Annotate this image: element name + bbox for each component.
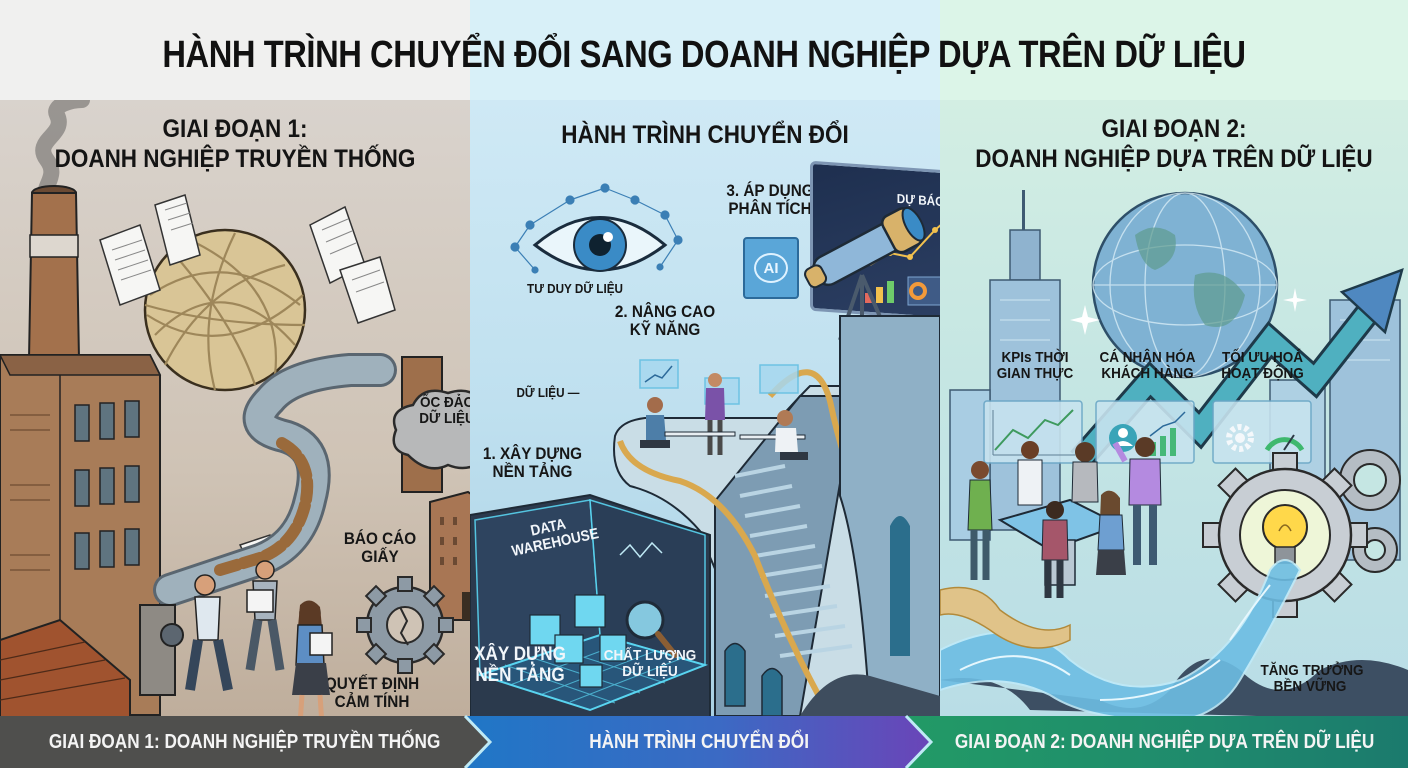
header-bg-stage1 — [0, 0, 470, 100]
step2-line2: KỸ NĂNG — [629, 320, 701, 340]
step1-line2: NỀN TẢNG — [492, 462, 573, 482]
customer-personalization-label: CÁ NHÂN HÓA KHÁCH HÀNG — [1091, 349, 1204, 383]
paper-reports-line1: BÁO CÁO — [343, 529, 417, 548]
stage2-title: GIAI ĐOẠN 2: DOANH NGHIỆP DỰA TRÊN DỮ LI… — [963, 114, 1384, 174]
innovation-gear-lightbulb-icon — [1202, 449, 1401, 618]
step2-label: 2. NÂNG CAO KỸ NĂNG — [611, 302, 719, 340]
build-foundation-label: XÂY DỰNG NỀN TẢNG — [470, 644, 574, 686]
sustainable-growth-line1: TĂNG TRƯỞNG — [1260, 662, 1364, 679]
paper-documents-icon — [99, 194, 396, 576]
header-bg-stage2 — [940, 0, 1408, 100]
operations-optimization-line1: TỐI ƯU HOÁ — [1222, 349, 1303, 366]
operations-gauge-card — [1212, 400, 1312, 464]
step2-line1: 2. NÂNG CAO — [614, 302, 716, 321]
panel-transformation-journey: HÀNH TRÌNH CHUYỂN ĐỔI TƯ DUY DỮ LIỆU 2. … — [470, 100, 940, 716]
data-silo-cloud-icon — [392, 389, 470, 470]
brick-wall-icon — [0, 618, 131, 716]
sparkle-icon — [1283, 288, 1307, 312]
data-silos-line1: ỐC ĐẢO — [420, 394, 470, 411]
paper-reports-line2: GIẤY — [361, 547, 399, 567]
stage1-title-line2: DOANH NGHIỆP TRUYỀN THỐNG — [54, 145, 416, 173]
ribbon-step-journey: HÀNH TRÌNH CHUYỂN ĐỔI — [460, 716, 930, 768]
globe-icon — [1091, 191, 1279, 379]
data-quality-line1: CHẤT LƯỢNG — [603, 647, 697, 664]
journey-title: HÀNH TRÌNH CHUYỂN ĐỔI — [561, 121, 849, 149]
chevron-right-icon — [463, 714, 493, 768]
data-quality-line2: DỮ LIỆU — [622, 663, 678, 681]
data-warehouse-block — [470, 493, 711, 716]
realtime-kpi-line2: GIAN THỰC — [996, 365, 1074, 383]
stage1-title: GIAI ĐOẠN 1: DOANH NGHIỆP TRUYỀN THỐNG — [24, 114, 447, 174]
step3-line2: PHÂN TÍCH — [728, 199, 812, 219]
step1-label: 1. XÂY DỰNG NỀN TẢNG — [476, 444, 589, 482]
data-eye-icon — [510, 183, 683, 274]
data-silos-line2: DỮ LIỆU — [419, 410, 470, 428]
telescope-icon — [804, 206, 926, 341]
team-collaboration-icon — [967, 441, 1126, 598]
header: HÀNH TRÌNH CHUYỂN ĐỔI SANG DOANH NGHIỆP … — [0, 0, 1408, 100]
chevron-right-icon — [904, 714, 934, 768]
workers-carrying-paper-icon — [139, 560, 333, 716]
step3-label: 3. ÁP DỤNG PHÂN TÍCH — [721, 181, 820, 219]
presenter-icon — [1112, 437, 1162, 565]
realtime-kpi-label: KPIs THỜI GIAN THỰC — [986, 349, 1085, 383]
ribbon-step-stage1-label: GIAI ĐOẠN 1: DOANH NGHIỆP TRUYỀN THỐNG — [49, 730, 441, 753]
operations-optimization-label: TỐI ƯU HOÁ HOẠT ĐỘNG — [1211, 349, 1315, 383]
ai-brain-icon: AI — [754, 253, 788, 283]
ribbon-step-journey-label: HÀNH TRÌNH CHUYỂN ĐỔI — [589, 730, 810, 753]
header-bg-journey — [470, 0, 940, 100]
growth-arrow-icon — [1070, 267, 1404, 469]
analysts-at-desks-icon — [639, 359, 808, 460]
ribbon-step-stage2-label: GIAI ĐOẠN 2: DOANH NGHIỆP DỰA TRÊN DỮ LI… — [954, 730, 1374, 753]
data-stream-road — [940, 559, 1408, 716]
clogged-pipe-icon — [153, 353, 397, 607]
step1-line1: 1. XÂY DỰNG — [482, 444, 583, 463]
sustainable-growth-label: TĂNG TRƯỞNG BỀN VỮNG — [1260, 662, 1364, 696]
ribbon-step-stage2: GIAI ĐOẠN 2: DOANH NGHIỆP DỰA TRÊN DỮ LI… — [905, 716, 1408, 768]
step3-line1: 3. ÁP DỤNG — [726, 181, 814, 200]
forecast-chart-icon — [865, 224, 940, 306]
customer-personalization-line1: CÁ NHÂN HÓA — [1099, 349, 1196, 366]
panel-stage2-data-driven: GIAI ĐOẠN 2: DOANH NGHIỆP DỰA TRÊN DỮ LI… — [940, 100, 1408, 716]
data-label: DỮ LIỆU — — [516, 385, 580, 400]
progress-ribbon: GIAI ĐOẠN 1: DOANH NGHIỆP TRUYỀN THỐNG H… — [0, 714, 1408, 768]
page-title: HÀNH TRÌNH CHUYỂN ĐỔI SANG DOANH NGHIỆP … — [162, 34, 1246, 76]
sparkle-icon — [1070, 305, 1100, 335]
data-mindset-label: TƯ DUY DỮ LIỆU — [527, 281, 623, 296]
customer-personalization-line2: KHÁCH HÀNG — [1101, 365, 1194, 383]
stage2-title-line2: DOANH NGHIỆP DỰA TRÊN DỮ LIỆU — [975, 145, 1373, 173]
gut-decisions-label: QUYẾT ĐỊNH CẢM TÍNH — [318, 674, 426, 712]
build-foundation-line2: NỀN TẢNG — [475, 664, 565, 686]
sustainable-growth-line2: BỀN VỮNG — [1273, 678, 1347, 696]
panel-stage1-traditional: GIAI ĐOẠN 1: DOANH NGHIỆP TRUYỀN THỐNG — [0, 100, 470, 716]
gut-decisions-line1: QUYẾT ĐỊNH — [324, 674, 420, 693]
stage1-title-line1: GIAI ĐOẠN 1: — [162, 115, 308, 143]
ai-brain-card: AI — [743, 237, 799, 299]
data-silos-label: ỐC ĐẢO DỮ LIỆU — [409, 394, 470, 428]
paper-reports-label: BÁO CÁO GIẤY — [335, 529, 425, 567]
operations-optimization-line2: HOẠT ĐỘNG — [1221, 365, 1304, 383]
realtime-kpi-line1: KPIs THỜI — [1001, 349, 1069, 366]
data-quality-label: CHẤT LƯỢNG DỮ LIỆU — [601, 647, 700, 681]
stage2-title-line1: GIAI ĐOẠN 2: — [1101, 115, 1247, 143]
ribbon-step-stage1: GIAI ĐOẠN 1: DOANH NGHIỆP TRUYỀN THỐNG — [0, 716, 490, 768]
broken-gear-icon — [356, 576, 454, 674]
build-foundation-line1: XÂY DỰNG — [474, 644, 566, 665]
tangled-yarn-ball-icon — [143, 228, 307, 392]
staircase-platform — [613, 315, 940, 716]
gut-decisions-line2: CẢM TÍNH — [334, 692, 410, 712]
